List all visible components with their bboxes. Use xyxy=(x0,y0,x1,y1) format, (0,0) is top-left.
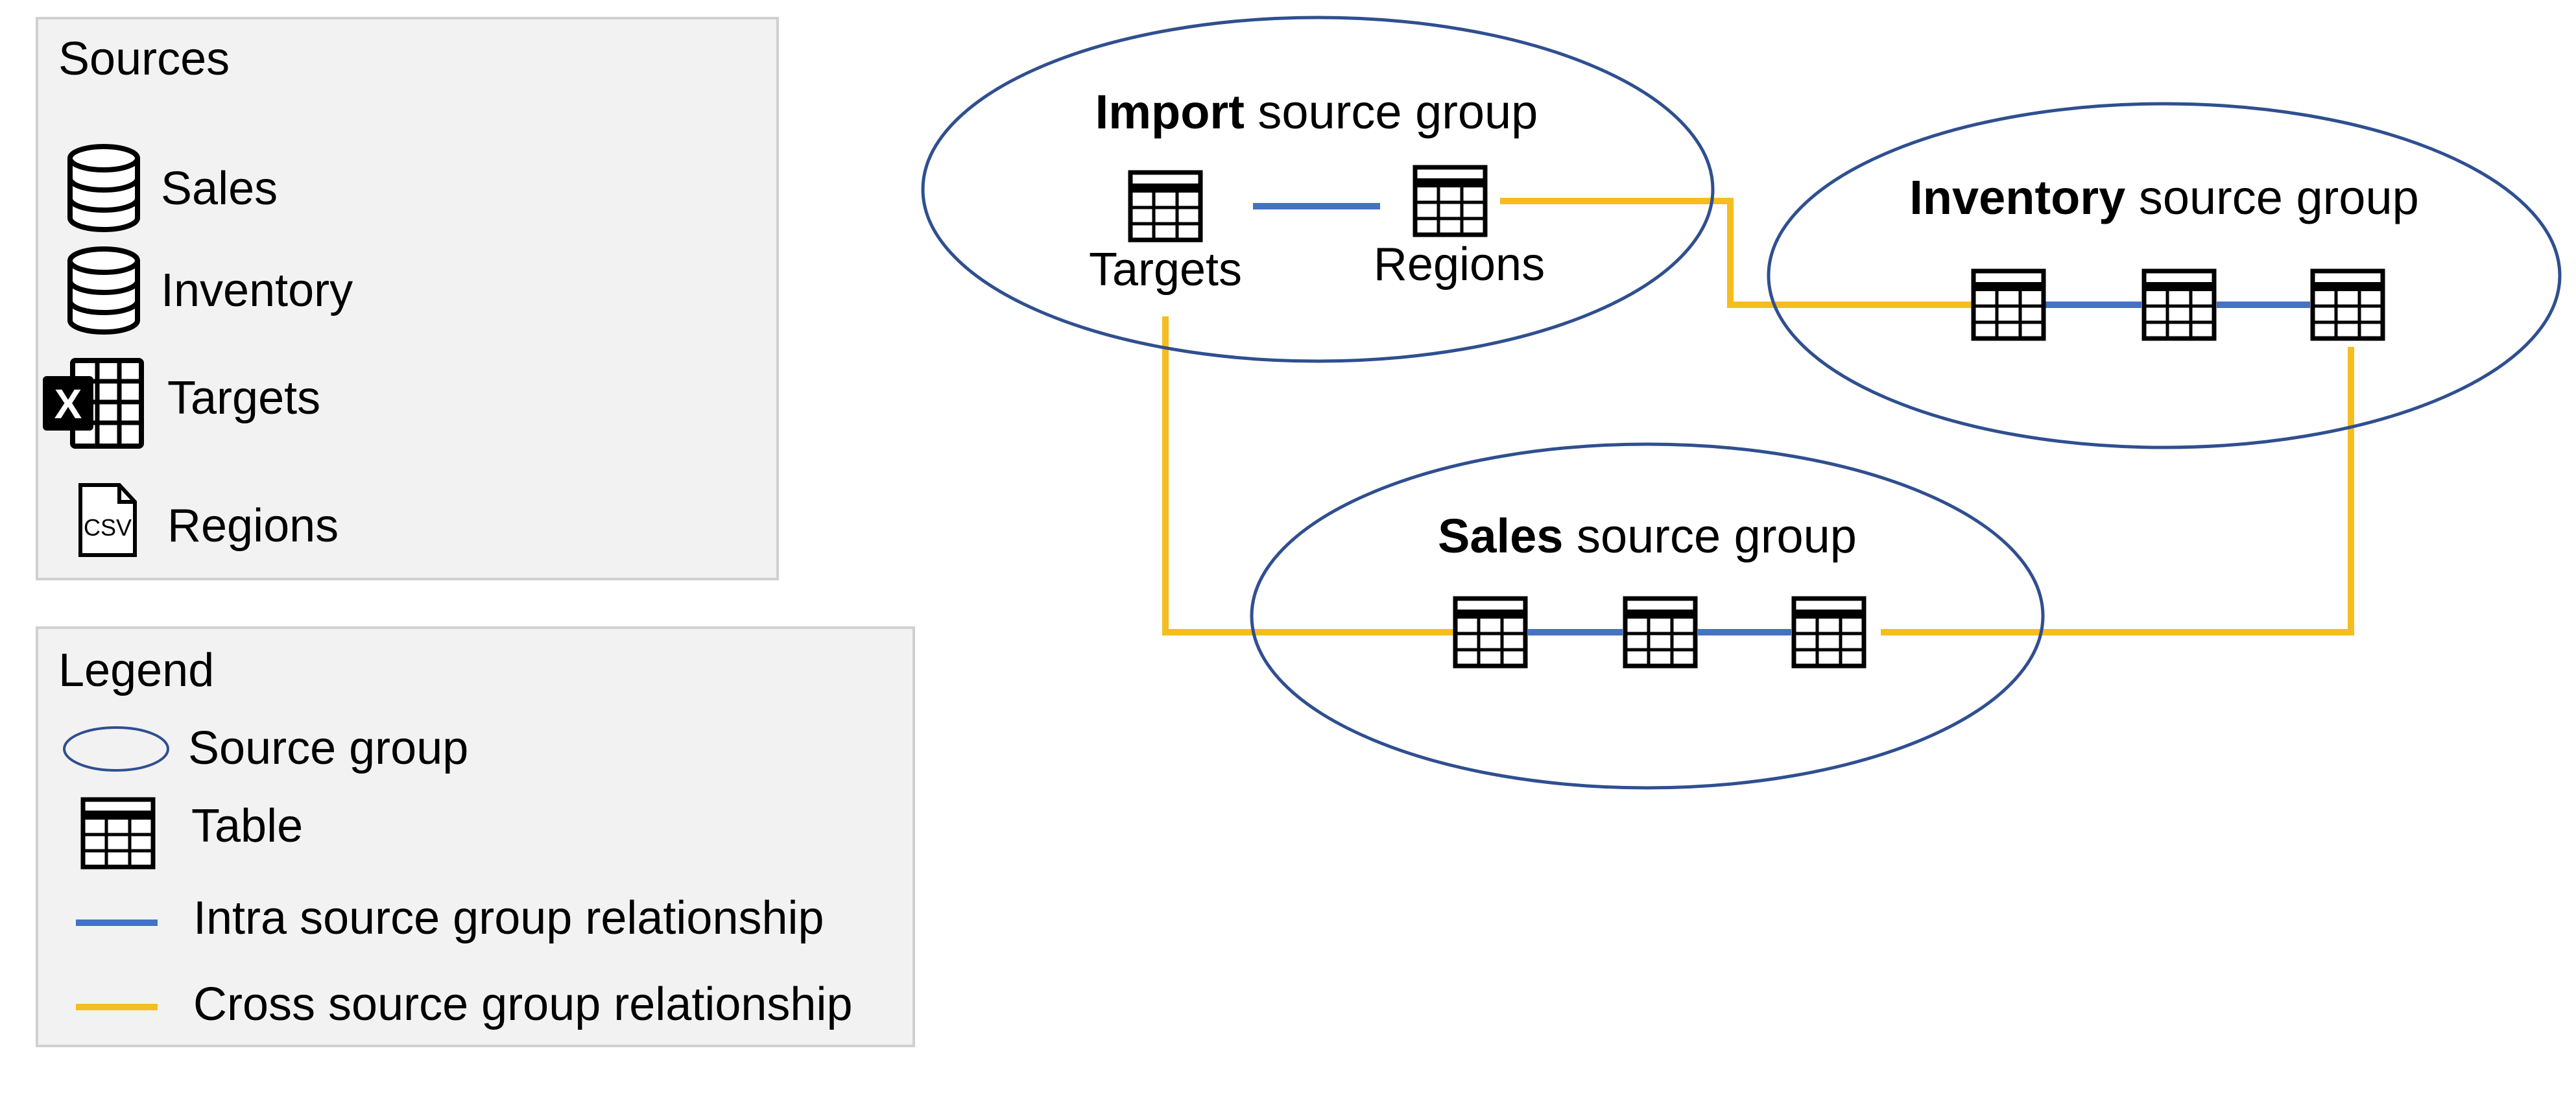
source-label-targets: Targets xyxy=(167,372,320,424)
table-label-regions: Regions xyxy=(1374,239,1545,291)
table-icon xyxy=(1974,271,2044,338)
cross-link-sales-inventory xyxy=(1881,347,2354,635)
legend-label-source-group: Source group xyxy=(188,722,468,774)
cross-link-regions-inventory xyxy=(1500,198,1972,308)
sales-group-title-rest: source group xyxy=(1563,509,1857,563)
legend-title: Legend xyxy=(58,645,214,696)
sources-panel: Sources Sales Inventory X Targets CSV Re… xyxy=(36,17,779,580)
import-group-title-rest: source group xyxy=(1245,85,1538,139)
table-icon xyxy=(1455,599,1525,666)
legend-label-table: Table xyxy=(191,800,303,852)
cross-link-targets-sales xyxy=(1162,316,1454,635)
legend-label-intra: Intra source group relationship xyxy=(193,892,824,944)
sources-title: Sources xyxy=(58,33,230,85)
table-icon xyxy=(83,800,153,867)
inventory-group-title-bold: Inventory xyxy=(1909,171,2125,224)
source-label-regions: Regions xyxy=(167,500,339,552)
table-icon xyxy=(2144,271,2214,338)
excel-icon-glyph: X xyxy=(54,381,82,427)
sales-source-group xyxy=(1250,442,2045,790)
inventory-group-title: Inventory source group xyxy=(1909,171,2419,224)
excel-icon: X xyxy=(43,358,144,449)
source-label-inventory: Inventory xyxy=(161,265,353,316)
table-label-targets: Targets xyxy=(1089,244,1242,296)
source-label-sales: Sales xyxy=(161,163,278,215)
database-icon xyxy=(70,249,137,332)
table-icon xyxy=(2313,271,2383,338)
sales-group-title: Sales source group xyxy=(1438,509,1857,563)
import-group-title-bold: Import xyxy=(1095,85,1245,139)
import-group-title: Import source group xyxy=(1095,85,1538,139)
intra-relationships xyxy=(1253,203,2310,635)
cross-relationships xyxy=(1162,198,2354,635)
table-icon xyxy=(1130,172,1200,240)
csv-icon-glyph: CSV xyxy=(84,514,132,541)
table-icon xyxy=(1625,599,1695,666)
table-icon xyxy=(1794,599,1864,666)
csv-file-icon: CSV xyxy=(78,483,137,557)
import-source-group xyxy=(921,16,1715,363)
legend-panel: Legend Source group Table Intra source g… xyxy=(36,626,915,1047)
sales-group-title-bold: Sales xyxy=(1438,509,1563,563)
legend-label-cross: Cross source group relationship xyxy=(193,978,853,1030)
table-icon xyxy=(1415,167,1485,235)
inventory-group-title-rest: source group xyxy=(2125,171,2419,224)
database-icon xyxy=(70,147,137,230)
ellipse-icon xyxy=(63,726,169,772)
inventory-source-group xyxy=(1767,102,2562,449)
